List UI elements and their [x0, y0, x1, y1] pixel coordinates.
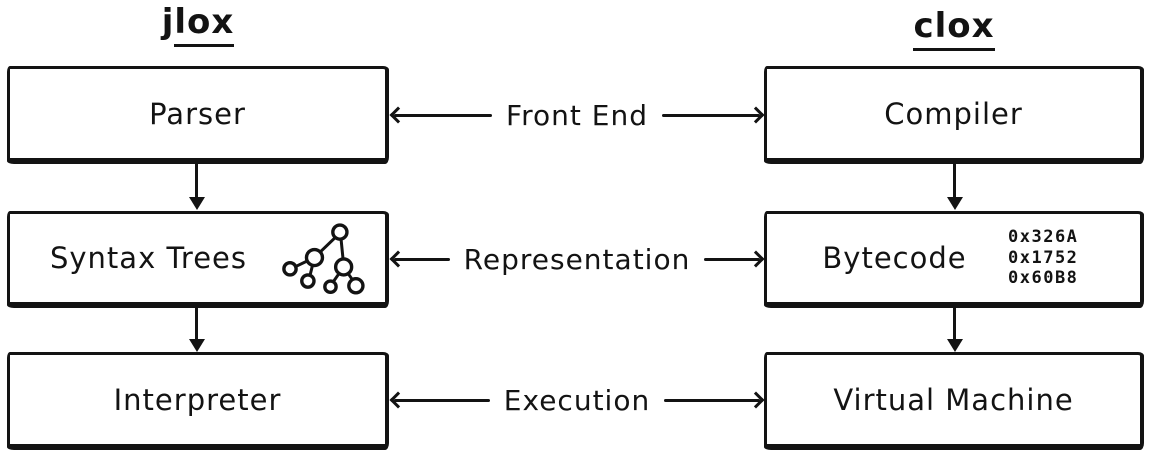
arrowhead-left-icon: [389, 106, 407, 124]
stage-row-execution: Execution: [389, 378, 765, 422]
box-parser: Parser: [7, 66, 389, 164]
box-parser-label: Parser: [149, 96, 246, 131]
column-title-clox-underlined: clox: [913, 6, 995, 51]
stage-label-execution: Execution: [503, 383, 651, 417]
bytecode-content: Bytecode 0x326A 0x1752 0x60B8: [767, 227, 1140, 288]
arrow-right-icon: [664, 391, 765, 409]
bytecode-hex-list: 0x326A 0x1752 0x60B8: [1008, 227, 1126, 288]
arrowhead-left-icon: [389, 250, 407, 268]
arrowhead-left-icon: [389, 391, 407, 409]
box-virtual-machine-label: Virtual Machine: [833, 382, 1074, 417]
arrowhead-right-icon: [747, 106, 765, 124]
arrow-left-icon: [389, 250, 450, 268]
bytecode-hex-value: 0x326A: [1008, 227, 1079, 248]
arrow-right-icon: [704, 250, 765, 268]
flow-arrow-down-icon: [953, 308, 956, 339]
box-virtual-machine: Virtual Machine: [764, 352, 1144, 450]
box-compiler: Compiler: [764, 66, 1144, 164]
flow-arrow-down-icon: [195, 308, 198, 339]
bytecode-hex-value: 0x1752: [1008, 247, 1079, 268]
column-title-jlox-prefix: j: [161, 2, 175, 42]
stage-row-representation: Representation: [389, 237, 765, 281]
arrow-left-icon: [389, 106, 493, 124]
stage-label-front-end: Front End: [506, 98, 648, 132]
stage-label-representation: Representation: [463, 242, 691, 276]
arrow-right-icon: [661, 106, 765, 124]
box-interpreter-label: Interpreter: [113, 382, 282, 417]
arrow-left-icon: [389, 391, 490, 409]
arrowhead-right-icon: [747, 391, 765, 409]
stage-row-front-end: Front End: [389, 93, 765, 137]
syntax-trees-content: Syntax Trees: [10, 218, 385, 298]
bytecode-hex-value: 0x60B8: [1008, 268, 1079, 289]
arrowhead-right-icon: [747, 250, 765, 268]
box-syntax-trees: Syntax Trees: [7, 211, 389, 308]
column-title-jlox: jlox: [7, 2, 389, 47]
column-title-clox: clox: [764, 6, 1144, 51]
box-syntax-trees-label: Syntax Trees: [49, 241, 247, 275]
box-bytecode-label: Bytecode: [822, 240, 967, 275]
syntax-tree-icon: [282, 223, 365, 295]
box-bytecode: Bytecode 0x326A 0x1752 0x60B8: [764, 211, 1144, 308]
flow-arrow-down-icon: [953, 164, 956, 197]
column-title-jlox-underlined: lox: [174, 2, 235, 47]
box-compiler-label: Compiler: [884, 96, 1023, 131]
flow-arrow-down-icon: [195, 164, 198, 197]
box-interpreter: Interpreter: [7, 352, 389, 450]
